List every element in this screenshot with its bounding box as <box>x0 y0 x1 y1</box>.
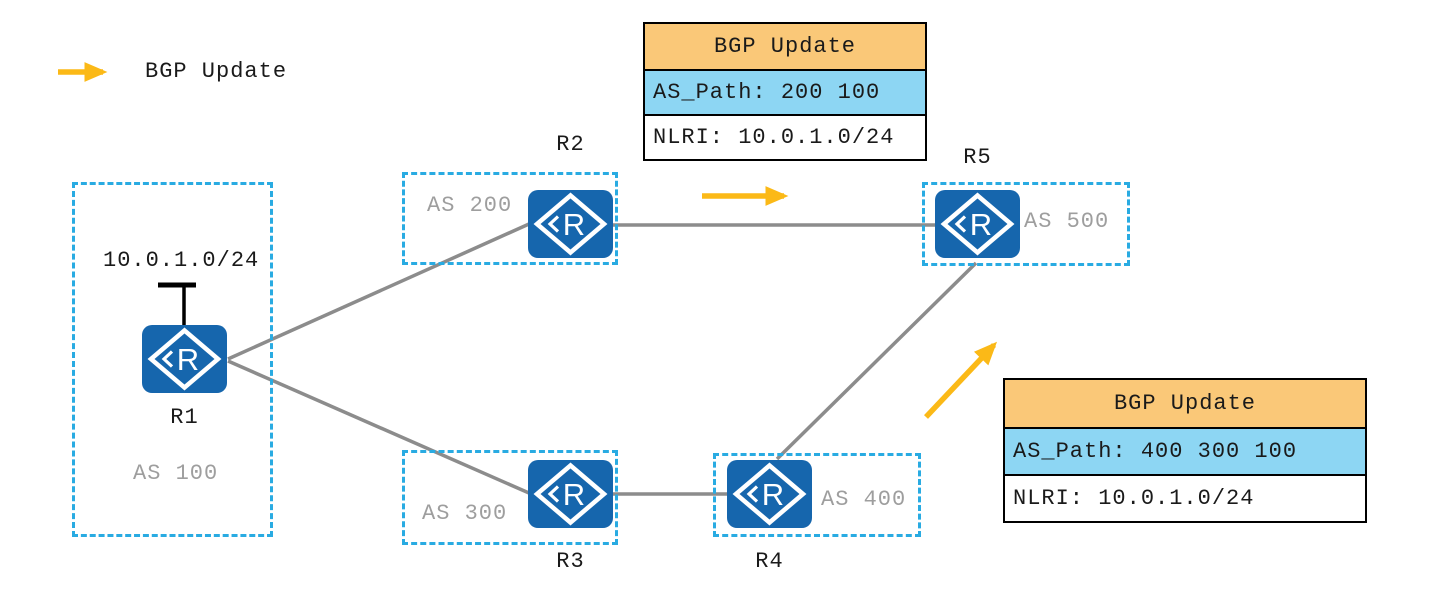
router-glyph-r2: R <box>563 207 585 242</box>
router-label-r3: R3 <box>556 549 585 574</box>
bgp-update-table-bottom: BGP Update AS_Path: 400 300 100 NLRI: 10… <box>1003 378 1367 523</box>
router-icon-r1: R <box>142 325 227 393</box>
as-label-200: AS 200 <box>427 193 513 218</box>
bgp-update-arrow-r4-r5 <box>924 341 998 419</box>
prefix-label: 10.0.1.0/24 <box>103 248 260 273</box>
bgp-table-top-title: BGP Update <box>645 24 925 69</box>
router-glyph-r4: R <box>762 477 784 512</box>
as-region-400 <box>713 453 921 537</box>
link-r4-r5 <box>775 261 978 461</box>
as-label-500: AS 500 <box>1024 209 1110 234</box>
bgp-table-top-nlri: NLRI: 10.0.1.0/24 <box>645 114 925 159</box>
router-icon-r2: R <box>528 190 613 258</box>
bgp-table-bottom-nlri: NLRI: 10.0.1.0/24 <box>1005 474 1365 521</box>
as-label-100: AS 100 <box>133 461 219 486</box>
router-icon-r4: R <box>727 460 812 528</box>
router-glyph-r3: R <box>563 477 585 512</box>
bgp-update-table-top: BGP Update AS_Path: 200 100 NLRI: 10.0.1… <box>643 22 927 161</box>
link-r1-r3 <box>227 359 530 495</box>
router-icon-r5: R <box>935 190 1020 258</box>
as-label-300: AS 300 <box>422 501 508 526</box>
router-glyph-r1: R <box>177 342 199 377</box>
as-region-200 <box>402 172 618 265</box>
as-region-300 <box>402 450 618 545</box>
router-glyph-r5: R <box>970 207 992 242</box>
bgp-table-top-aspath: AS_Path: 200 100 <box>645 69 925 114</box>
router-icon-r3: R <box>528 460 613 528</box>
as-region-500 <box>922 182 1130 266</box>
router-label-r2: R2 <box>556 132 585 157</box>
router-label-r5: R5 <box>963 145 992 170</box>
bgp-table-bottom-aspath: AS_Path: 400 300 100 <box>1005 427 1365 474</box>
bgp-table-bottom-title: BGP Update <box>1005 380 1365 427</box>
link-r1-r2 <box>227 222 530 361</box>
router-label-r4: R4 <box>755 549 784 574</box>
as-label-400: AS 400 <box>821 487 907 512</box>
as-region-100 <box>72 182 273 537</box>
router-label-r1: R1 <box>170 405 199 430</box>
legend-label: BGP Update <box>145 59 288 84</box>
